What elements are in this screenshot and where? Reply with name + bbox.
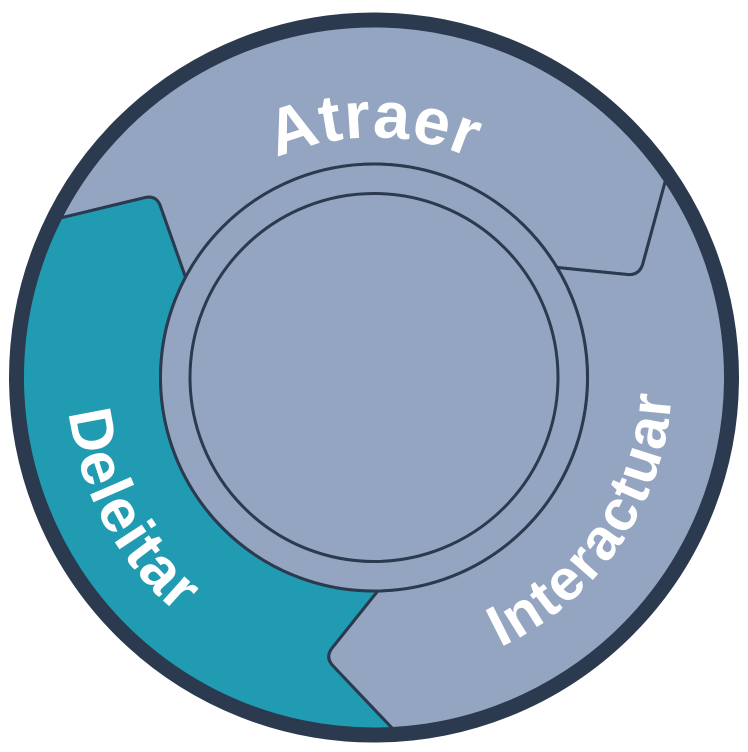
hub-inner-circle [188,192,560,563]
outer-rim [9,12,739,743]
